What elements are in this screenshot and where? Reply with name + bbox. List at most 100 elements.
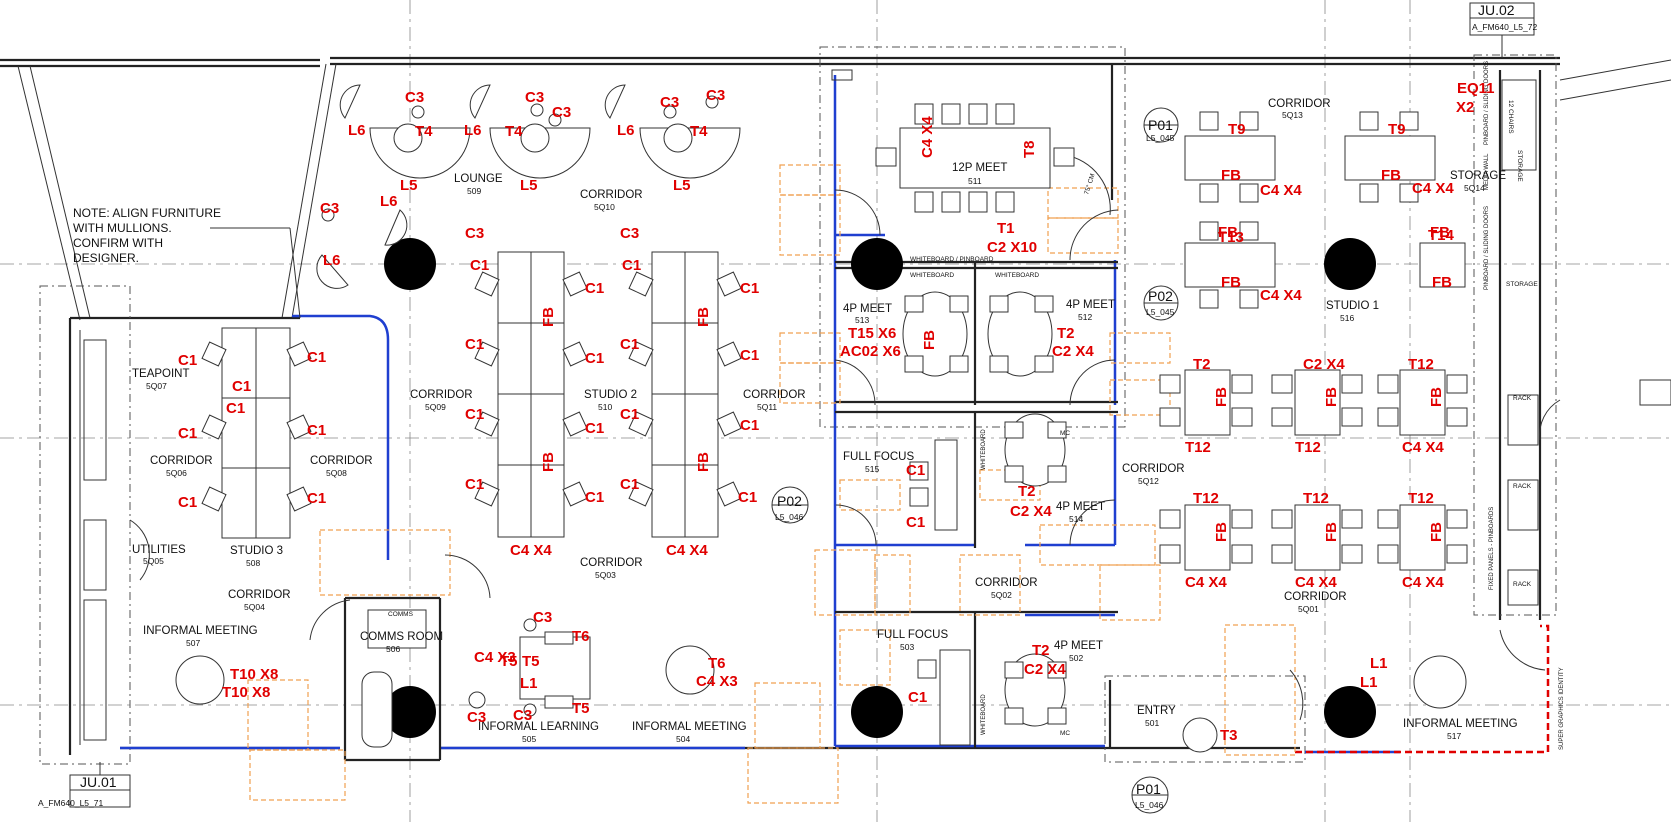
tag-t12: C2 X4 xyxy=(1303,356,1345,373)
room-num-517: 517 xyxy=(1447,731,1461,741)
tag-c1: C1 xyxy=(620,336,639,353)
tag-t3: L1 xyxy=(1370,655,1388,672)
meeting-table-12p xyxy=(875,103,1075,213)
room-name-full-focus-503: FULL FOCUS xyxy=(877,629,948,641)
tag-c1: C1 xyxy=(307,422,326,439)
room-name-informal-learning: INFORMAL LEARNING xyxy=(478,721,599,733)
tag-fb: FB xyxy=(540,307,557,327)
tag-c4x4: C4 X4 xyxy=(1402,574,1444,591)
tag-c2x4: C2 X4 xyxy=(1024,661,1066,678)
room-num-502: 502 xyxy=(1069,653,1083,663)
tag-c1: C1 xyxy=(307,490,326,507)
tag-fb: FB xyxy=(1432,274,1452,291)
tag-c3: C3 xyxy=(533,609,552,626)
tag-t10x8: C4 X4 xyxy=(510,542,552,559)
tag-c4x4: C4 X4 xyxy=(1412,180,1454,197)
tag-fb: FB xyxy=(1428,387,1445,407)
room-num-514: 514 xyxy=(1069,514,1083,524)
room-num-5q06: 5Q06 xyxy=(166,468,187,478)
room-num-507: 507 xyxy=(186,638,200,648)
room-name-comms-room: COMMS ROOM xyxy=(360,631,443,643)
tag-c1: C1 xyxy=(740,417,759,434)
tag-c3: C3 xyxy=(465,225,484,242)
tag-fb: FB xyxy=(1213,522,1230,542)
meeting-tables-4p xyxy=(902,291,1067,727)
room-num-503: 503 xyxy=(900,642,914,652)
tag-c1: C1 xyxy=(738,489,757,506)
perimeter-walls xyxy=(0,46,1560,765)
room-num-5q09: 5Q09 xyxy=(425,402,446,412)
tag-t5: C4 X3 xyxy=(474,649,516,666)
tag-c1: C1 xyxy=(178,352,197,369)
room-name-teapoint: TEAPOINT xyxy=(132,368,190,380)
room-num-5q08: 5Q08 xyxy=(326,468,347,478)
room-name-studio-2: STUDIO 2 xyxy=(584,389,637,401)
room-num-512: 512 xyxy=(1078,312,1092,322)
tag-fb: FB xyxy=(921,330,938,350)
marker-p01-b-sub: L5_046 xyxy=(1135,800,1164,810)
room-num-515: 515 xyxy=(865,464,879,474)
label-pinboard-doors-b: PINBOARD / SLIDING DOORS xyxy=(1484,206,1490,290)
room-num-5q10: 5Q10 xyxy=(594,202,615,212)
tag-c4x4: T12 xyxy=(1185,439,1211,456)
marker-p02-a: P02 xyxy=(1148,288,1173,304)
tag-c3: C3 xyxy=(320,200,339,217)
room-name-studio-1: STUDIO 1 xyxy=(1326,300,1379,312)
room-num-516: 516 xyxy=(1340,313,1354,323)
label-whiteboard-a: WHITEBOARD xyxy=(910,272,954,279)
label-dim: 75° CM xyxy=(1082,172,1096,195)
tag-c1: C1 xyxy=(470,257,489,274)
tag-t4: T4 xyxy=(505,123,523,140)
section-markers xyxy=(69,2,1535,814)
note-line-3: CONFIRM WITH xyxy=(73,236,163,250)
tag-t9: T9 xyxy=(1228,121,1246,138)
tag-l6: L6 xyxy=(617,122,635,139)
interior-walls xyxy=(343,64,1118,762)
tag-t8: T3 xyxy=(1220,727,1238,744)
tag-c1: C1 xyxy=(585,489,604,506)
tag-c1: C1 xyxy=(908,689,927,706)
tag-t12: T12 xyxy=(1408,356,1434,373)
ref-sub-ju02: A_FM640_L5_72 xyxy=(1472,22,1537,32)
tag-l5: L5 xyxy=(673,177,691,194)
tag-t6: T10 X8 xyxy=(230,666,278,683)
tag-fb: FB xyxy=(540,452,557,472)
tag-l6: L6 xyxy=(323,252,341,269)
room-num-501: 501 xyxy=(1145,718,1159,728)
room-name-storage: STORAGE xyxy=(1450,170,1506,182)
tag-t6: T6 xyxy=(708,655,726,672)
design-note: NOTE: ALIGN FURNITURE WITH MULLIONS. CON… xyxy=(73,206,221,265)
room-name-corridor-5q09: CORRIDOR xyxy=(410,389,473,401)
tag-l1: T5 xyxy=(522,653,540,670)
tag-c4x4: C4 X4 xyxy=(1295,574,1337,591)
structural-columns xyxy=(384,238,1376,738)
room-num-5q14: 5Q14 xyxy=(1464,183,1485,193)
tag-c1: C1 xyxy=(178,494,197,511)
tag-c2x4: C2 X4 xyxy=(1010,503,1052,520)
room-num-5q01: 5Q01 xyxy=(1298,604,1319,614)
tag-c1: C1 xyxy=(906,514,925,531)
tag-c4x4: C4 X4 xyxy=(1402,439,1444,456)
marker-p01-b: P01 xyxy=(1136,781,1161,797)
tag-t12: T12 xyxy=(1303,490,1329,507)
room-num-5q03: 5Q03 xyxy=(595,570,616,580)
tag-c1: C1 xyxy=(740,347,759,364)
tag-l6: L6 xyxy=(464,122,482,139)
tag-c3: C3 xyxy=(552,104,571,121)
tag-c1: C1 xyxy=(465,336,484,353)
room-labels: LOUNGE 509 CORRIDOR 5Q10 12P MEET 511 CO… xyxy=(132,98,1518,744)
label-storage-a: STORAGE xyxy=(1516,150,1523,182)
label-storage-b: STORAGE xyxy=(1506,281,1538,288)
tag-fb: FB xyxy=(695,307,712,327)
marker-p02-a-sub: L5_045 xyxy=(1146,307,1175,317)
tag-t1: T1 xyxy=(997,220,1015,237)
note-line-1: NOTE: ALIGN FURNITURE xyxy=(73,206,221,220)
room-name-corridor-5q10: CORRIDOR xyxy=(580,189,643,201)
label-chairs: 12 CHAIRS xyxy=(1507,100,1514,134)
tag-c1: C1 xyxy=(906,462,925,479)
tag-t15x6: C1 xyxy=(232,378,251,395)
room-name-full-focus-515: FULL FOCUS xyxy=(843,451,914,463)
tag-ac02x6: C1 xyxy=(226,400,245,417)
tag-c1: C1 xyxy=(622,257,641,274)
room-name-informal-meeting-507: INFORMAL MEETING xyxy=(143,625,258,637)
